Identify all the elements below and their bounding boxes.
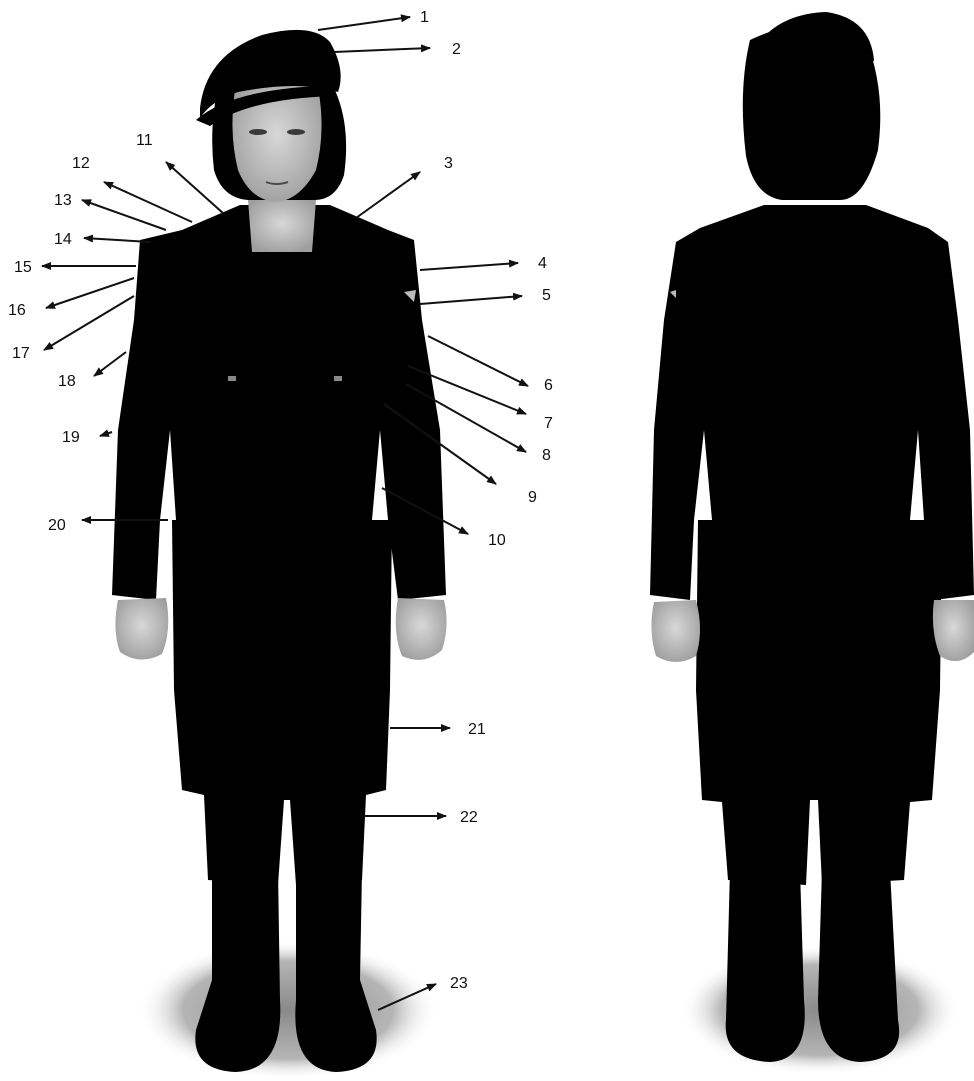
- front-neck: [248, 200, 316, 252]
- callout-number-11: 11: [136, 132, 153, 149]
- callout-number-20: 20: [48, 517, 66, 534]
- back-trousers: [696, 520, 942, 885]
- callout-number-4: 4: [538, 255, 547, 272]
- back-figure: [650, 12, 974, 1075]
- front-left-hand: [115, 598, 168, 660]
- back-right-hand: [933, 600, 974, 661]
- callout-number-13: 13: [54, 192, 72, 209]
- callout-number-14: 14: [54, 231, 72, 248]
- callout-number-7: 7: [544, 415, 553, 432]
- back-left-hand: [651, 600, 700, 662]
- callout-number-22: 22: [460, 809, 478, 826]
- callout-number-1: 1: [420, 9, 429, 26]
- callout-number-8: 8: [542, 447, 551, 464]
- callout-line-18: [94, 352, 126, 376]
- front-right-hand: [396, 598, 447, 660]
- callout-line-19: [100, 432, 112, 436]
- callout-number-21: 21: [468, 721, 486, 738]
- front-left-eye: [249, 129, 267, 135]
- callout-number-5: 5: [542, 287, 551, 304]
- callout-line-5: [420, 296, 522, 304]
- callout-number-17: 17: [12, 345, 30, 362]
- callout-number-23: 23: [450, 975, 468, 992]
- callout-number-16: 16: [8, 302, 26, 319]
- callout-number-15: 15: [14, 259, 32, 276]
- front-figure: [112, 30, 447, 1080]
- back-right-boot: [818, 870, 899, 1062]
- front-trousers: [172, 520, 392, 885]
- front-right-eye: [287, 129, 305, 135]
- callout-number-19: 19: [62, 429, 80, 446]
- front-pocket-button-right: [334, 376, 342, 381]
- callout-number-18: 18: [58, 373, 76, 390]
- callout-number-3: 3: [444, 155, 453, 172]
- callout-line-1: [318, 17, 410, 30]
- back-left-boot: [726, 870, 805, 1062]
- front-ground-shadow: [138, 940, 438, 1080]
- callout-line-12: [104, 182, 192, 222]
- callout-line-6: [428, 336, 528, 386]
- callout-line-3: [356, 172, 420, 218]
- callout-number-6: 6: [544, 377, 553, 394]
- callout-line-4: [420, 263, 518, 270]
- callout-number-12: 12: [72, 155, 90, 172]
- callout-number-10: 10: [488, 532, 506, 549]
- callout-number-9: 9: [528, 489, 537, 506]
- callout-number-2: 2: [452, 41, 461, 58]
- front-pocket-button-left: [228, 376, 236, 381]
- callout-line-2: [334, 48, 430, 52]
